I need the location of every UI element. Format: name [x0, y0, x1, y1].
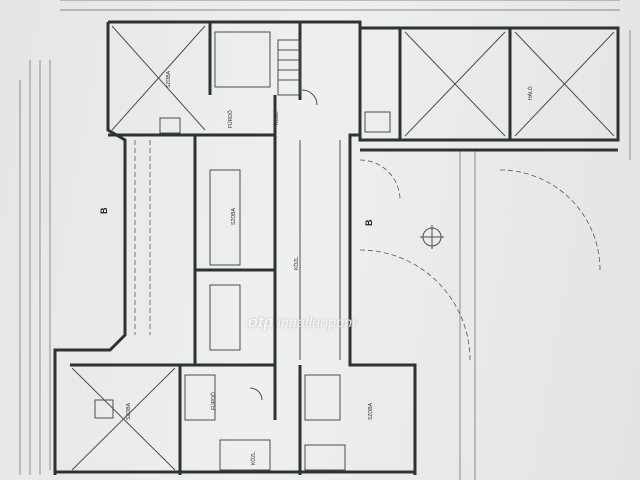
- watermark-logo: otp ingatlanpont: [248, 314, 357, 331]
- section-marker-right: B: [364, 219, 374, 226]
- walls: [53, 20, 620, 475]
- roof-lines: [71, 25, 615, 471]
- room-label: SZOBA: [166, 70, 172, 88]
- room-label: KÖZL.: [293, 256, 300, 270]
- section-marker-left: B: [99, 207, 109, 214]
- room-label: FÜRDŐ: [227, 110, 234, 128]
- room-label: KÖZL.: [273, 111, 280, 125]
- room-label: KÖZL.: [250, 451, 257, 465]
- room-label: FÜRDŐ: [210, 392, 217, 410]
- interior-lines: [94, 31, 391, 471]
- room-label: SZOBA: [368, 402, 374, 420]
- door-swings: [249, 89, 601, 401]
- north-symbol: [420, 225, 444, 249]
- room-label: HÁLÓ: [527, 86, 534, 100]
- room-label: SZOBA: [126, 402, 132, 420]
- dimension-lines: [19, 0, 631, 480]
- room-label: SZOBA: [231, 207, 237, 225]
